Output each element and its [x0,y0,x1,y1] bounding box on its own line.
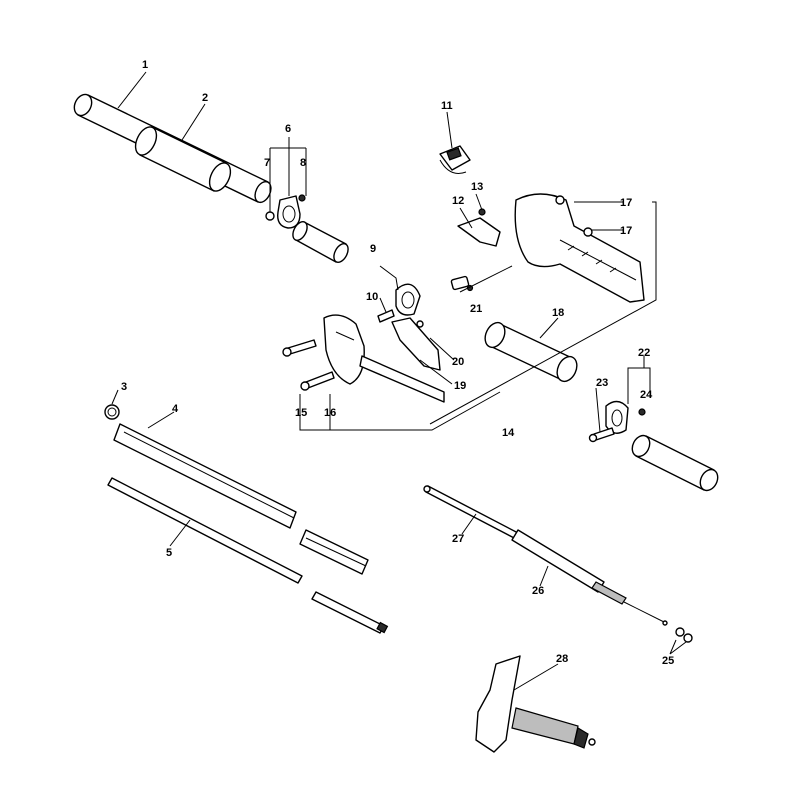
part-23-bolt [588,427,615,443]
short-tube-segment [292,221,349,263]
rear-handle-housing [323,314,365,385]
part-10-screw [377,309,395,323]
callout-18: 18 [552,307,564,319]
part-18-grip-foam [484,321,578,383]
callout-17-upper: 17 [620,197,632,209]
part-26-cable-housing [511,529,668,626]
callout-6: 6 [285,123,291,135]
part-6-clamp [277,195,301,229]
callout-16: 16 [324,407,336,419]
callout-25: 25 [662,655,674,667]
part-9-clamp [395,283,421,316]
lower-grip-tube [631,434,719,492]
callout-9: 9 [370,243,376,255]
part-28-shoulder-strap [475,655,596,753]
part-25-nuts [675,627,693,643]
part-4-shaft-liner [113,423,369,575]
callout-11: 11 [441,100,453,112]
part-27-cable-inner [423,485,521,541]
part-12-lever [457,217,501,247]
callout-23: 23 [596,377,608,389]
callout-19: 19 [454,380,466,392]
part-24-nut [638,408,646,416]
callout-21: 21 [470,303,482,315]
part-16-screw [300,371,335,391]
callout-3: 3 [121,381,127,393]
callout-17-lower: 17 [620,225,632,237]
part-15-screw [282,339,317,357]
callout-28: 28 [556,653,568,665]
callout-1: 1 [142,59,148,71]
part-8-screw [298,194,306,202]
callout-27: 27 [452,533,464,545]
callout-24: 24 [640,389,653,401]
callout-2: 2 [202,92,208,104]
callout-20: 20 [452,356,464,368]
callout-26: 26 [532,585,544,597]
part-7-nut [265,211,275,221]
part-2-grip-sleeve [134,126,232,192]
callout-4: 4 [172,403,179,415]
part-20-throttle-trigger [391,317,441,371]
part-5-drive-shaft [107,477,389,634]
part-19-control-rod [359,355,445,403]
leader-lines [111,71,687,691]
part-17-handle-housing [514,193,645,303]
callout-labels: 1 2 3 4 5 6 7 8 9 10 11 12 13 14 15 16 1… [121,59,674,667]
callout-10: 10 [366,291,378,303]
callout-5: 5 [166,547,172,559]
callout-13: 13 [471,181,483,193]
callout-22: 22 [638,347,650,359]
part-21-connector [450,275,474,292]
callout-14: 14 [502,427,515,439]
part-3-ring [104,404,120,420]
callout-7: 7 [264,157,270,169]
callout-12: 12 [452,195,464,207]
part-11-switch [439,145,471,174]
callout-8: 8 [300,157,306,169]
callout-15: 15 [295,407,307,419]
